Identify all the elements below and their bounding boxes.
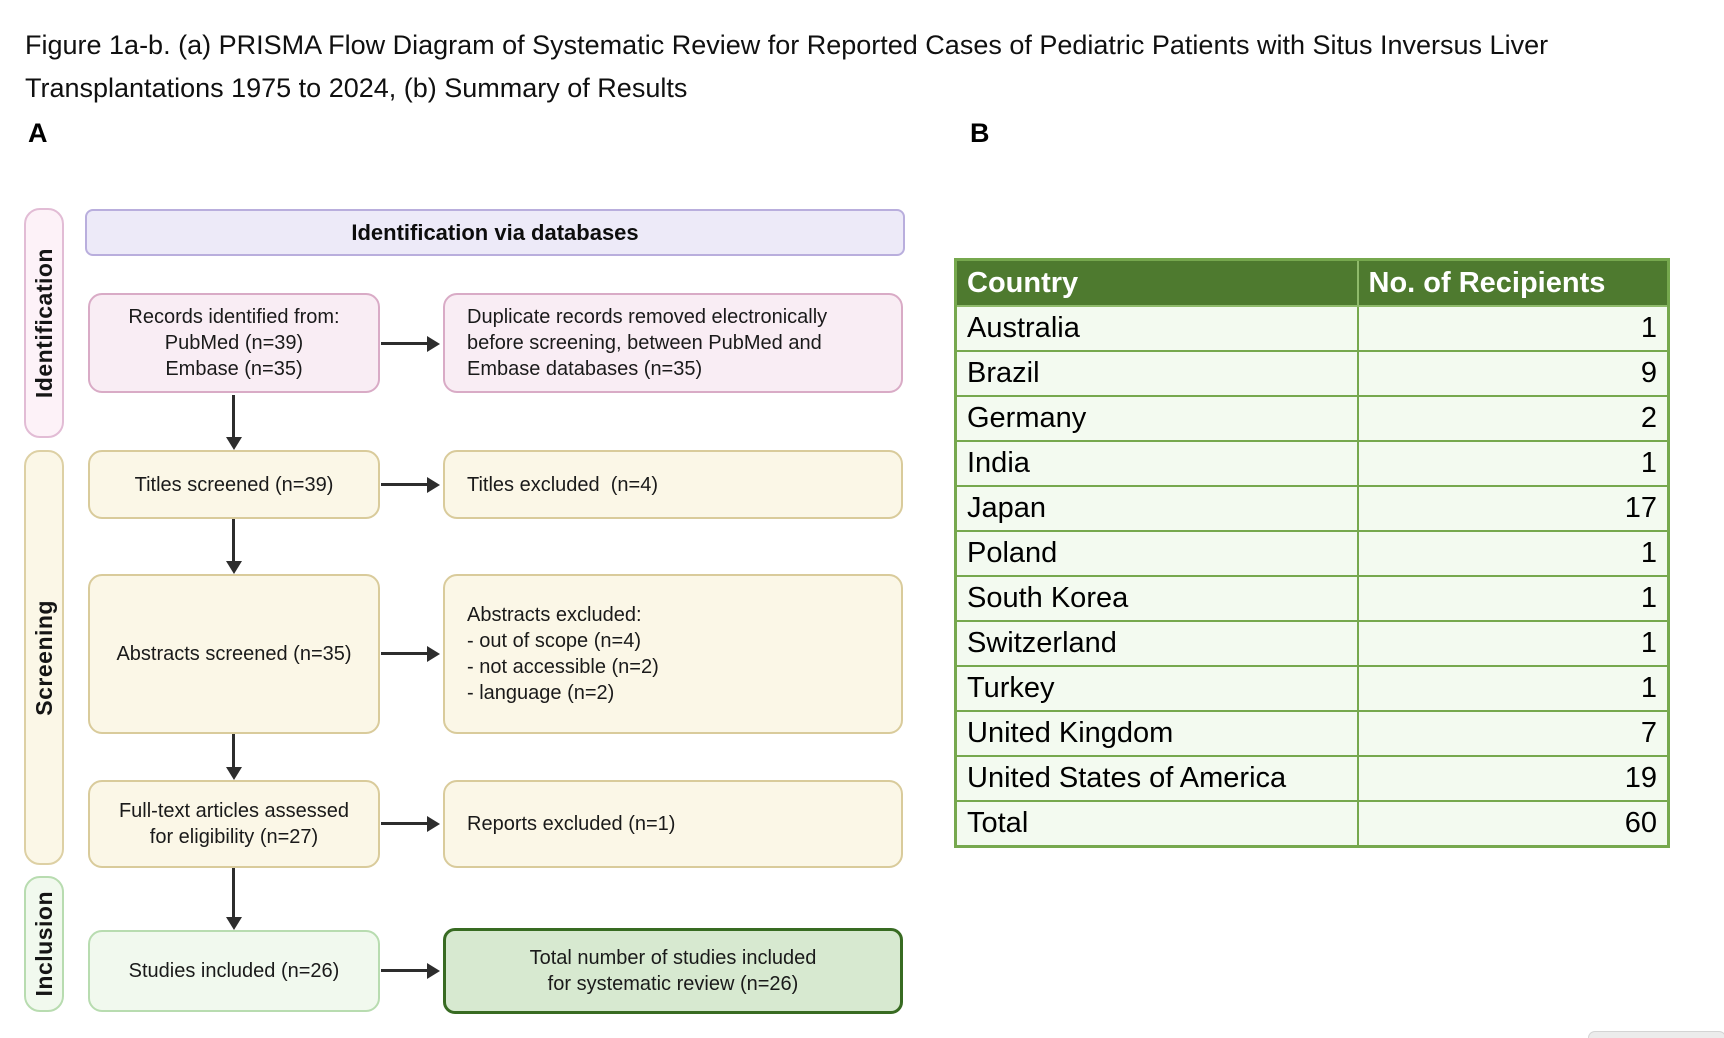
column-header-recipients: No. of Recipients bbox=[1356, 258, 1670, 307]
country-cell: Turkey bbox=[954, 665, 1359, 712]
country-cell: Poland bbox=[954, 530, 1359, 577]
country-cell: Total bbox=[954, 800, 1359, 848]
count-cell: 17 bbox=[1356, 485, 1670, 532]
arrow-right-records-to-duplicates bbox=[381, 342, 427, 345]
stage-identification: Identification bbox=[24, 208, 64, 438]
stage-identification-label: Identification bbox=[30, 247, 57, 399]
box-titles-excluded: Titles excluded (n=4) bbox=[443, 450, 903, 519]
arrow-right-titles-to-excluded bbox=[381, 483, 427, 486]
box-abstracts-excluded: Abstracts excluded: - out of scope (n=4)… bbox=[443, 574, 903, 734]
box-titles-excluded-text: Titles excluded (n=4) bbox=[467, 473, 659, 496]
country-cell: Australia bbox=[954, 305, 1359, 352]
stage-inclusion: Inclusion bbox=[24, 876, 64, 1012]
box-duplicates-removed-text: Duplicate records removed electronically… bbox=[467, 306, 828, 380]
stage-screening: Screening bbox=[24, 450, 64, 865]
country-cell: Brazil bbox=[954, 350, 1359, 397]
arrow-right-abstracts-to-excluded bbox=[381, 652, 427, 655]
box-studies-included-text: Studies included (n=26) bbox=[128, 960, 340, 982]
figure-caption-line1: Figure 1a-b. (a) PRISMA Flow Diagram of … bbox=[25, 30, 1549, 60]
arrow-down-fulltext-to-studies bbox=[232, 868, 235, 917]
country-cell: India bbox=[954, 440, 1359, 487]
country-cell: Japan bbox=[954, 485, 1359, 532]
bottom-right-artifact bbox=[1588, 1031, 1724, 1038]
flow-header-box: Identification via databases bbox=[85, 209, 905, 256]
count-cell: 1 bbox=[1356, 620, 1670, 667]
arrow-down-records-to-titles bbox=[232, 395, 235, 437]
arrow-right-fulltext-to-reports bbox=[381, 822, 427, 825]
count-cell: 1 bbox=[1356, 530, 1670, 577]
column-header-country: Country bbox=[954, 258, 1359, 307]
count-cell: 7 bbox=[1356, 710, 1670, 757]
count-cell: 1 bbox=[1356, 305, 1670, 352]
count-cell: 1 bbox=[1356, 575, 1670, 622]
box-total-included: Total number of studies included for sys… bbox=[443, 928, 903, 1014]
box-records-identified-text: Records identified from: PubMed (n=39) E… bbox=[128, 306, 340, 380]
count-cell: 2 bbox=[1356, 395, 1670, 442]
figure-caption-line2: Transplantations 1975 to 2024, (b) Summa… bbox=[25, 73, 688, 103]
count-cell: 60 bbox=[1356, 800, 1670, 848]
count-cell: 9 bbox=[1356, 350, 1670, 397]
box-abstracts-screened-text: Abstracts screened (n=35) bbox=[116, 643, 352, 665]
box-total-included-text: Total number of studies included for sys… bbox=[529, 947, 817, 995]
panel-a-label: A bbox=[28, 118, 48, 148]
box-fulltext-assessed: Full-text articles assessed for eligibil… bbox=[88, 780, 380, 868]
box-reports-excluded: Reports excluded (n=1) bbox=[443, 780, 903, 868]
stage-screening-label: Screening bbox=[30, 599, 57, 716]
box-duplicates-removed: Duplicate records removed electronically… bbox=[443, 293, 903, 393]
box-studies-included: Studies included (n=26) bbox=[88, 930, 380, 1012]
box-records-identified: Records identified from: PubMed (n=39) E… bbox=[88, 293, 380, 393]
box-abstracts-excluded-text: Abstracts excluded: - out of scope (n=4)… bbox=[467, 604, 659, 704]
box-fulltext-assessed-text: Full-text articles assessed for eligibil… bbox=[118, 800, 350, 848]
table-header-row: Country No. of Recipients bbox=[954, 258, 1670, 307]
count-cell: 1 bbox=[1356, 440, 1670, 487]
box-abstracts-screened: Abstracts screened (n=35) bbox=[88, 574, 380, 734]
flow-header-label: Identification via databases bbox=[351, 219, 639, 245]
country-cell: South Korea bbox=[954, 575, 1359, 622]
country-cell: Switzerland bbox=[954, 620, 1359, 667]
figure-caption: Figure 1a-b. (a) PRISMA Flow Diagram of … bbox=[25, 24, 1548, 110]
stage-inclusion-label: Inclusion bbox=[30, 891, 57, 997]
box-titles-screened-text: Titles screened (n=39) bbox=[134, 473, 334, 496]
panel-b-label: B bbox=[970, 118, 990, 148]
country-cell: United Kingdom bbox=[954, 710, 1359, 757]
box-titles-screened: Titles screened (n=39) bbox=[88, 450, 380, 519]
country-cell: Germany bbox=[954, 395, 1359, 442]
count-cell: 1 bbox=[1356, 665, 1670, 712]
arrow-right-studies-to-total bbox=[381, 969, 427, 972]
arrow-down-titles-to-abstracts bbox=[232, 519, 235, 561]
count-cell: 19 bbox=[1356, 755, 1670, 802]
box-reports-excluded-text: Reports excluded (n=1) bbox=[467, 813, 676, 835]
arrow-down-abstracts-to-fulltext bbox=[232, 734, 235, 767]
country-cell: United States of America bbox=[954, 755, 1359, 802]
